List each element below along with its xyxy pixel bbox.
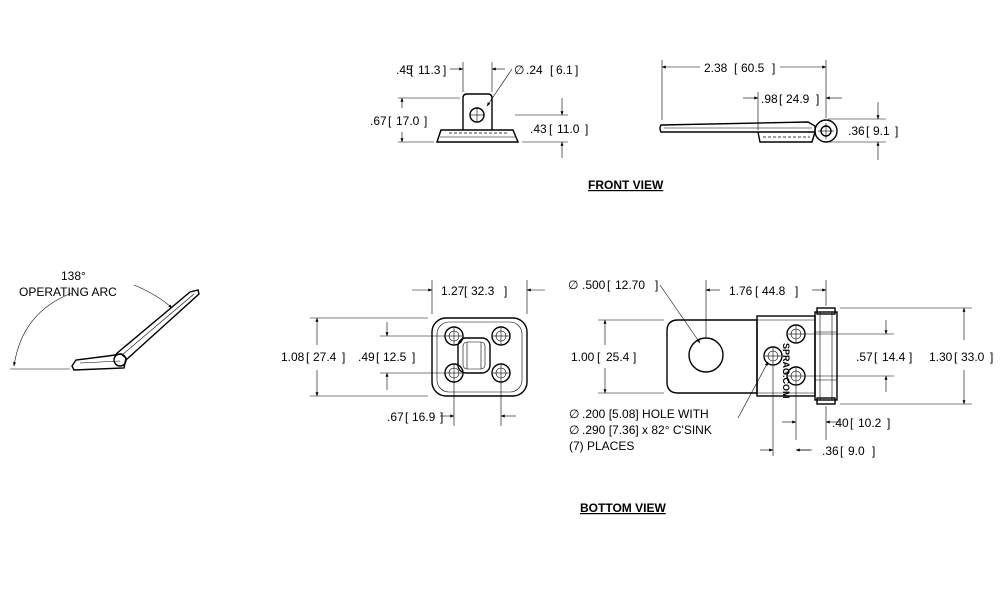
dim-67b: .67 (387, 410, 404, 424)
diameter-symbol: ∅ (514, 63, 524, 77)
bracket: [ (464, 284, 468, 298)
bracket: [ (410, 63, 414, 77)
bracket: [ (405, 410, 409, 424)
dim-36b-mm: 9.0 (848, 444, 865, 458)
bracket: ] (887, 416, 890, 430)
dim-67-mm: 17.0 (396, 114, 420, 128)
bracket: [ (550, 63, 554, 77)
dim-40: .40 (832, 416, 849, 430)
bracket: ] (816, 92, 819, 106)
dim-49-mm: 12.5 (383, 350, 407, 364)
bracket: ] (575, 63, 578, 77)
dim-176: 1.76 (729, 284, 753, 298)
dim-176-mm: 44.8 (762, 284, 786, 298)
bracket: [ (549, 122, 553, 136)
dim-67: .67 (370, 114, 387, 128)
bottom-view-part-a (431, 317, 528, 397)
dim-43-mm: 11.0 (557, 122, 580, 136)
bracket: [ (866, 124, 870, 138)
dim-130: 1.30 (929, 350, 953, 364)
bottom-view-labels: 1.27 [ 32.3 ] 1.08 [ 27.4 ] .49 [ 12.5 ]… (281, 278, 993, 515)
dim-36-mm: 9.1 (873, 124, 890, 138)
bracket: ] (342, 350, 345, 364)
dim-57: .57 (856, 350, 873, 364)
bracket: ] (585, 122, 588, 136)
dim-108-mm: 27.4 (313, 350, 337, 364)
bracket: ] (443, 63, 446, 77)
bracket: [ (607, 278, 611, 292)
dim-108: 1.08 (281, 350, 305, 364)
dim-36: .36 (848, 124, 865, 138)
dim-98: .98 (761, 92, 778, 106)
bottom-view-part-b: SPRAG.COM (666, 307, 838, 405)
bracket: [ (734, 61, 738, 75)
dim-238-mm: 60.5 (741, 61, 765, 75)
dim-57-mm: 14.4 (882, 350, 906, 364)
bracket: ] (990, 350, 993, 364)
bracket: ] (655, 278, 658, 292)
bracket: [ (597, 350, 601, 364)
bracket: ] (909, 350, 912, 364)
hole-note-line3: (7) PLACES (569, 439, 634, 453)
dim-100-mm: 25.4 (606, 350, 630, 364)
dim-43: .43 (530, 122, 547, 136)
bracket: ] (895, 124, 898, 138)
diameter-symbol: ∅ (569, 423, 579, 437)
bracket: [ (874, 350, 878, 364)
dim-45-mm: 11.3 (418, 63, 441, 77)
bottom-view-title: BOTTOM VIEW (580, 501, 666, 515)
bracket: [ (388, 114, 392, 128)
arc-label: OPERATING ARC (19, 285, 117, 299)
front-view-part-a (436, 93, 520, 143)
front-view-dims-b (661, 60, 886, 160)
diameter-symbol: ∅ (568, 278, 578, 292)
bracket: [ (954, 350, 958, 364)
bracket: ] (440, 410, 443, 424)
dim-100: 1.00 (571, 350, 595, 364)
bottom-view-dims-a (310, 280, 545, 426)
bracket: ] (504, 284, 507, 298)
dim-40-mm: 10.2 (858, 416, 882, 430)
bracket: ] (772, 61, 775, 75)
dim-24-mm: 6.1 (556, 63, 573, 77)
hole-note-line2: .290 [7.36] x 82° C'SINK (582, 423, 712, 437)
stamp-text: SPRAG.COM (781, 343, 791, 399)
arc-angle: 138° (61, 269, 86, 283)
bracket: [ (779, 92, 783, 106)
dim-130-mm: 33.0 (961, 350, 985, 364)
bracket: ] (424, 114, 427, 128)
bottom-view-dims-b (598, 280, 972, 456)
bracket: ] (795, 284, 798, 298)
front-view-dims-a (398, 62, 568, 158)
diameter-symbol: ∅ (569, 407, 579, 421)
dim-98-mm: 24.9 (786, 92, 810, 106)
hole-note-line1: .200 [5.08] HOLE WITH (582, 407, 709, 421)
bracket: [ (840, 444, 844, 458)
bracket: [ (850, 416, 854, 430)
bracket: [ (376, 350, 380, 364)
bracket: [ (306, 350, 310, 364)
dim-127-mm: 32.3 (471, 284, 495, 298)
dim-24: .24 (526, 63, 543, 77)
bracket: [ (755, 284, 759, 298)
dim-36b: .36 (822, 444, 839, 458)
bracket: ] (633, 350, 636, 364)
front-view-part-b (659, 119, 838, 143)
front-view-title: FRONT VIEW (588, 178, 664, 192)
dim-45: .45 (396, 63, 413, 77)
dim-500-mm: 12.70 (615, 278, 645, 292)
bracket: ] (872, 444, 875, 458)
dim-238: 2.38 (704, 61, 728, 75)
operating-arc-view: 138° OPERATING ARC (10, 269, 200, 371)
bracket: ] (412, 350, 415, 364)
dim-127: 1.27 (441, 284, 465, 298)
front-view-labels: .45 11.3 [] ∅ .24 [ 6.1 ] .67 [ 17.0 ] .… (370, 61, 898, 192)
dim-49: .49 (358, 350, 375, 364)
dim-500: .500 (582, 278, 606, 292)
dim-67b-mm: 16.9 (412, 410, 436, 424)
